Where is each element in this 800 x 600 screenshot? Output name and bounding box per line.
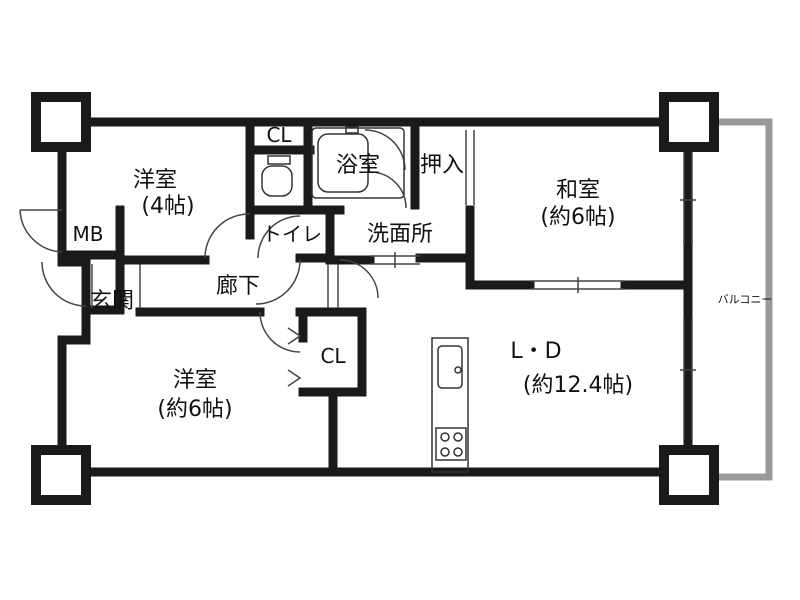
- balcony-label: バルコニー: [718, 293, 773, 306]
- kitchen-sink: [431, 337, 469, 473]
- japanese-name: 和室: [556, 178, 600, 203]
- column-top-right: [659, 92, 719, 152]
- toilet-label: トイレ: [262, 222, 322, 246]
- column-bottom-left: [31, 445, 91, 505]
- toilet-fixture: [261, 155, 293, 197]
- windows: [91, 130, 696, 440]
- door-swings: [19, 129, 407, 387]
- western-large-name: 洋室: [173, 368, 217, 393]
- cl-mid-label: CL: [320, 344, 346, 368]
- western-small-size: (4帖): [141, 194, 194, 219]
- washroom-label: 洗面所: [367, 222, 433, 247]
- cl-top-label: CL: [266, 123, 292, 147]
- oshiire-label: 押入: [420, 153, 464, 178]
- columns: [31, 92, 719, 505]
- bath-label: 浴室: [336, 153, 380, 178]
- balcony-outline: [718, 118, 773, 481]
- bathtub-fixture: [311, 126, 405, 199]
- column-top-left: [31, 92, 91, 152]
- ld-name: L・D: [510, 339, 561, 364]
- mb-label: MB: [73, 222, 104, 246]
- hallway-label: 廊下: [216, 274, 260, 299]
- stove-icon: [435, 427, 467, 461]
- western-large-size: (約6帖): [157, 397, 232, 422]
- japanese-size: (約6帖): [540, 205, 615, 230]
- ld-size: (約12.4帖): [523, 373, 633, 398]
- column-bottom-right: [659, 445, 719, 505]
- walls: [57, 117, 693, 477]
- genkan-label: 玄関: [90, 289, 134, 314]
- western-small-name: 洋室: [133, 168, 177, 193]
